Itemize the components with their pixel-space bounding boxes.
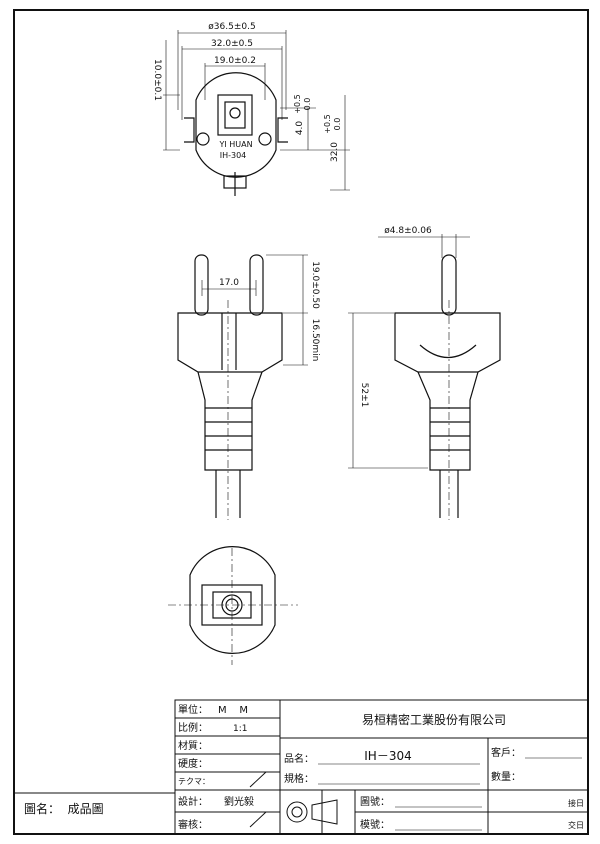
scale-value: 1:1 [233,724,247,734]
top-view [184,72,288,196]
projection-symbol-icon [286,799,338,825]
dim-inner-width: 19.0±0.2 [214,56,256,66]
part-name-label: 品名： [284,752,314,765]
unit-value: M M [218,705,248,716]
scale-label: 比例： [178,721,208,734]
material-label: 材質： [178,739,208,752]
dim-face-tol-top: +0.5 [323,114,332,133]
dim-pin-min: 16.50min [310,319,320,362]
dim-left-height: 10.0±0.1 [152,59,162,101]
drawing-title: 圖名： 成品圖 [24,801,104,816]
top-view-model: IH-304 [220,151,247,160]
review-label: 審核： [178,818,208,831]
part-name-value: IH－304 [364,749,411,763]
dim-pin-span: 32.0±0.5 [211,39,253,49]
designer-name: 劉光毅 [224,795,254,808]
front-view-dimensions [201,254,308,366]
front-view [177,254,283,520]
dim-pin-length: 19.0±0.50 [310,261,320,309]
receive-date-label: 接日 [568,798,584,808]
spec-label: 規格： [284,772,314,785]
mold-no-label: 模號： [360,818,390,831]
title-block-grid [14,699,589,835]
dim-face-tol-bot: 0.0 [333,118,342,131]
hardness-label: 硬度： [178,757,208,770]
top-view-dimensions [163,30,350,191]
drawing-no-label: 圖號： [360,795,390,808]
side-view [394,254,501,520]
quantity-label: 數量： [491,770,521,783]
dim-outer-diameter: ø36.5±0.5 [208,22,255,32]
dim-body-length: 52±1 [359,383,369,408]
dim-small-offset: 4.0 [295,121,305,136]
company-name: 易桓精密工業股份有限公司 [362,712,506,727]
dim-pin-diameter: ø4.8±0.06 [384,226,432,236]
dim-face-height: 32.0 [330,142,340,162]
customer-label: 客戶： [491,746,521,759]
design-label: 設計： [178,795,208,808]
technique-label: テクマ： [178,777,210,786]
dim-small-tol-bot: 0.0 [303,98,312,111]
dim-pin-gap: 17.0 [219,278,239,288]
bottom-view [168,546,298,665]
unit-label: 單位： [178,703,208,716]
dim-small-tol-top: +0.5 [293,94,302,113]
top-view-brand: YI HUAN [218,140,252,149]
side-view-dimensions [348,234,470,469]
delivery-date-label: 交日 [568,820,584,830]
